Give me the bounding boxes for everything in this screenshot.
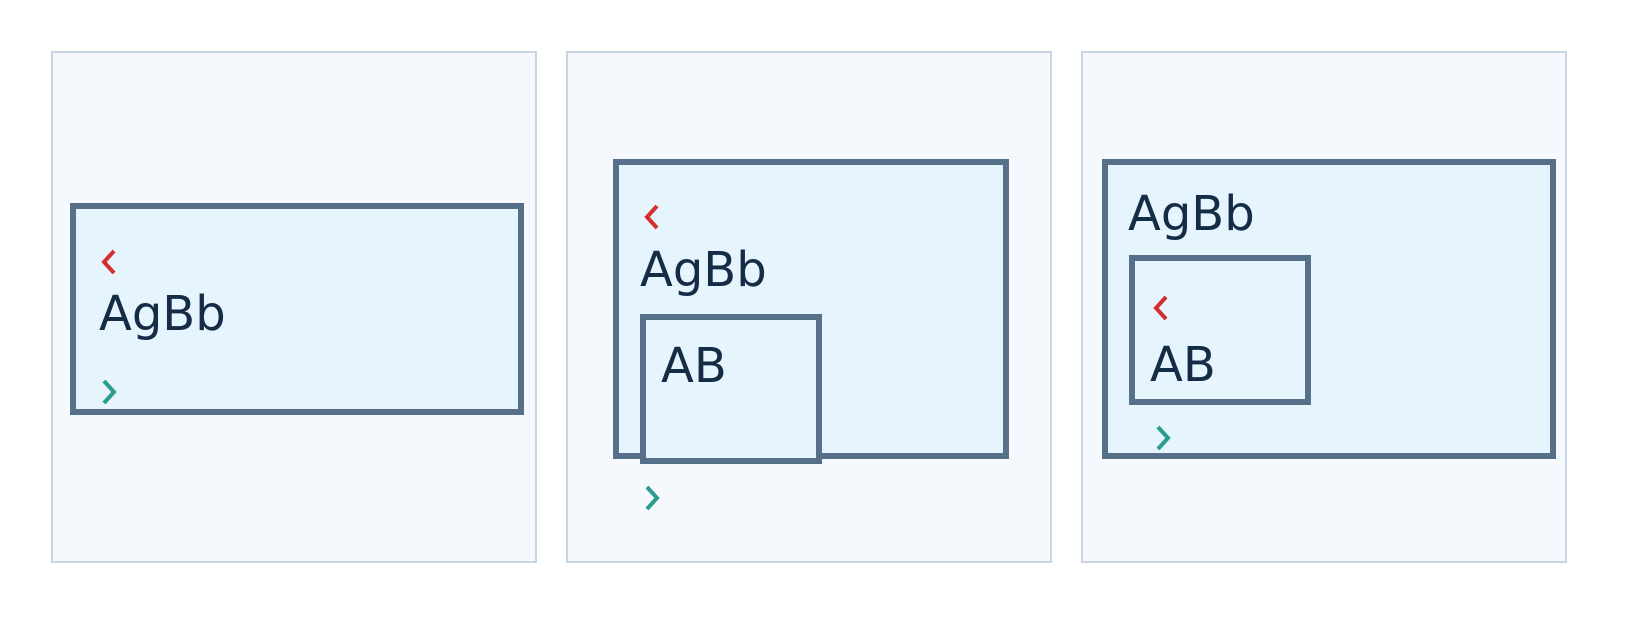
outer-box-label: AgBb: [99, 286, 226, 342]
chevron-right-icon: [1155, 425, 1171, 451]
chevron-right-icon: [644, 485, 660, 511]
panel-3: AgBb AB: [1081, 51, 1567, 563]
outer-box-label: AgBb: [640, 242, 767, 298]
outer-box: [70, 203, 524, 415]
panel-1: AgBb: [51, 51, 537, 563]
chevron-left-icon: [644, 204, 660, 230]
outer-box-label: AgBb: [1128, 186, 1255, 242]
chevron-left-icon: [101, 249, 117, 275]
inner-box: [1129, 255, 1311, 405]
chevron-left-icon: [1153, 295, 1169, 321]
inner-box-label: AB: [661, 338, 727, 394]
chevron-right-icon: [101, 379, 117, 405]
inner-box: [640, 314, 822, 464]
inner-box-label: AB: [1150, 337, 1216, 393]
panel-2: AgBb AB: [566, 51, 1052, 563]
